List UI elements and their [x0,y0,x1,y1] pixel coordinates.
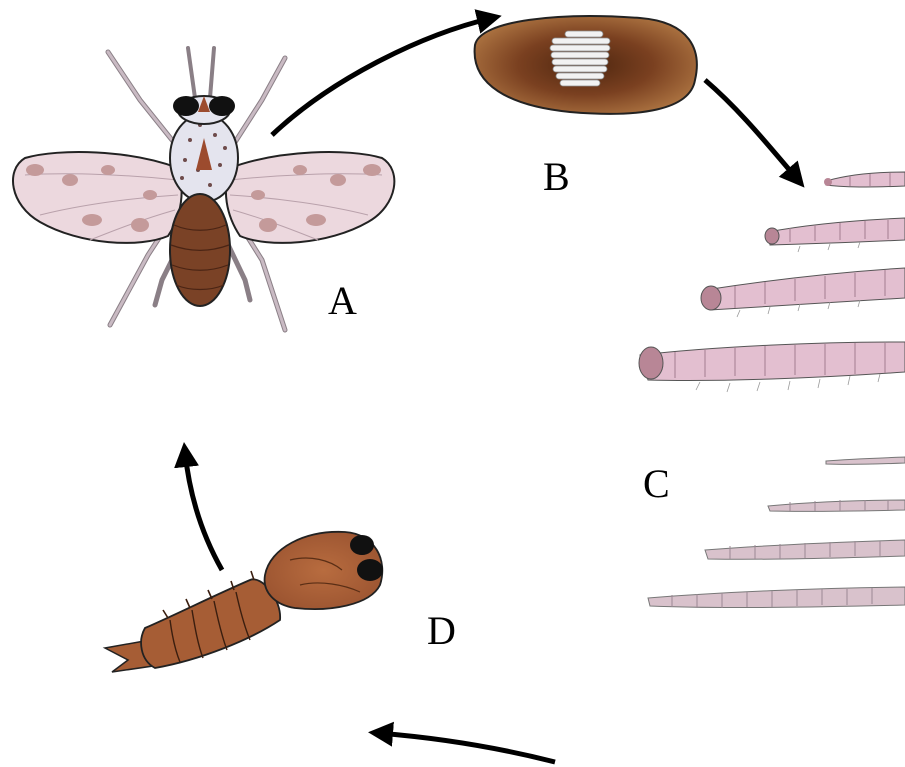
arrow-a-to-b [272,18,492,135]
larva-top-4 [639,342,905,381]
stage-label-d: D [427,608,456,653]
stage-label-c: C [643,461,670,506]
larvae-illustration [639,172,905,608]
pupa-illustration [105,532,383,672]
larva-side-2 [768,500,905,511]
larva-side-1 [826,457,905,464]
left-eye [173,96,199,116]
stage-label-a: A [328,278,357,323]
right-eye [209,96,235,116]
arrow-d-to-a [185,452,222,570]
pupa-eye-bottom [357,559,383,581]
arrow-c-to-d [378,733,555,762]
larva-side-4 [648,587,905,608]
stage-label-b: B [543,154,570,199]
larva-top-3 [701,268,905,310]
pupa-abdomen [141,579,280,668]
arrow-b-to-c [705,80,798,180]
egg-mass-illustration [475,16,697,114]
larva-top-1 [824,172,905,187]
pupa-eye-top [350,535,374,555]
larva-top-2 [765,218,905,245]
